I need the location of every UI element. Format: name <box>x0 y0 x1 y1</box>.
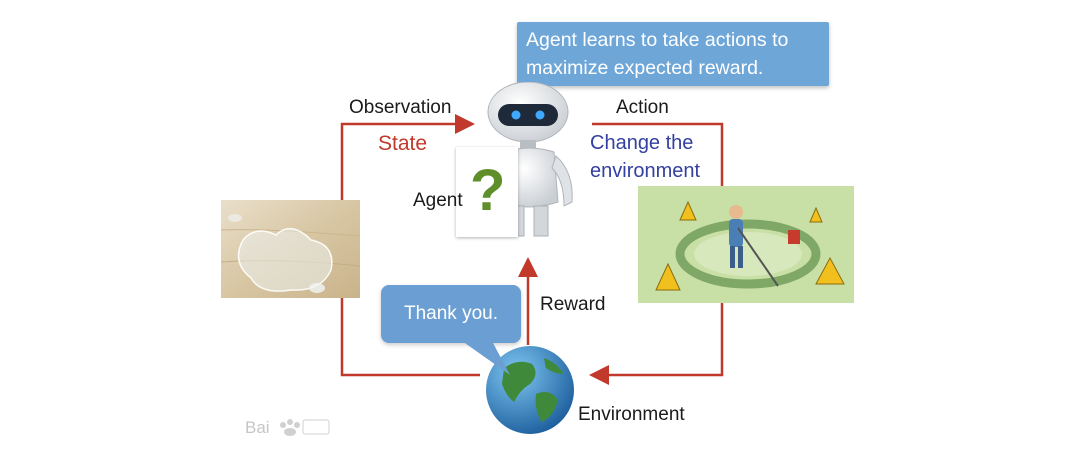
bubble-tail <box>462 341 510 375</box>
water-puddle-photo <box>221 200 360 298</box>
thank-you-text: Thank you. <box>404 303 498 324</box>
change-label-line-2: environment <box>590 160 701 182</box>
action-label: Action <box>616 97 669 118</box>
observation-label: Observation <box>349 97 452 118</box>
environment-label: Environment <box>578 404 685 425</box>
state-label: State <box>378 132 428 155</box>
change-label-line-1: Change the <box>590 132 694 154</box>
callout-line-1: Agent learns to take actions to <box>526 29 789 51</box>
question-card: ? <box>456 147 518 237</box>
thank-you-bubble: Thank you. <box>381 285 521 343</box>
callout-box: Agent learns to take actions to maximize… <box>517 22 829 86</box>
globe-picture <box>486 346 574 434</box>
callout-line-2: maximize expected reward. <box>526 57 764 79</box>
agent-label: Agent <box>413 190 463 211</box>
baidu-watermark: Bai <box>245 418 330 437</box>
svg-text:Bai: Bai <box>245 418 270 437</box>
reward-label: Reward <box>540 294 606 315</box>
cleaner-illustration <box>638 186 854 303</box>
question-mark: ? <box>470 158 506 223</box>
